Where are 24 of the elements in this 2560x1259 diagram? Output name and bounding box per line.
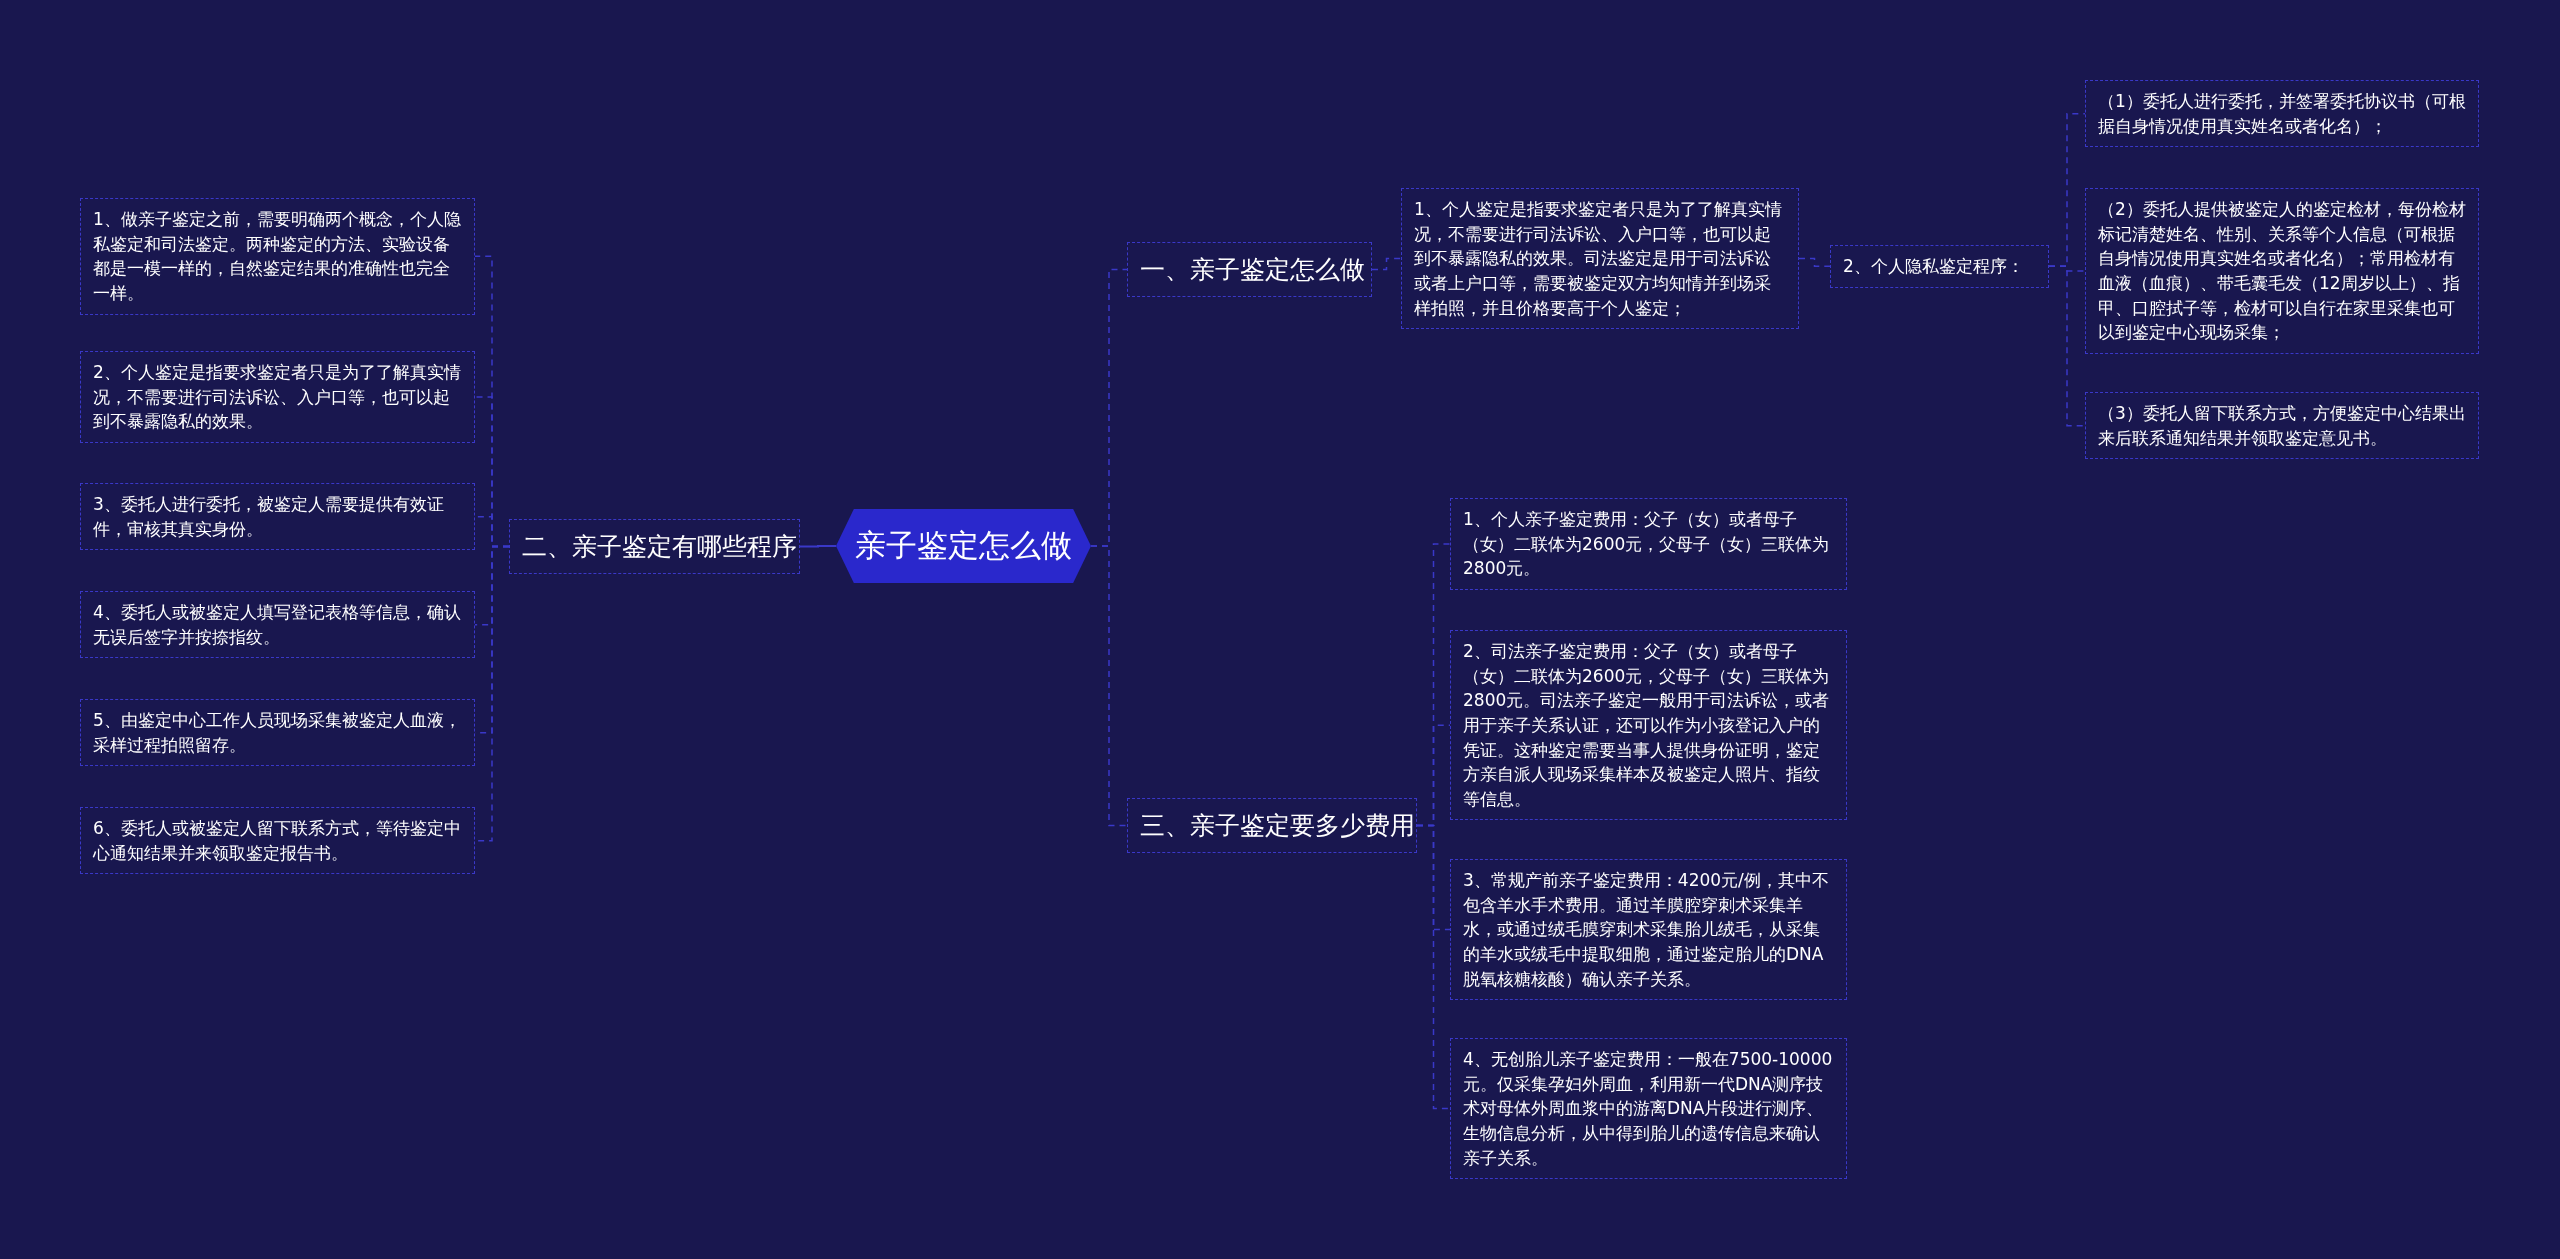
branch-box: 三、亲子鉴定要多少费用 [1127, 798, 1417, 853]
text-box: （2）委托人提供被鉴定人的鉴定检材，每份检材标记清楚姓名、性别、关系等个人信息（可根据自身情况使用真实姓名或者化名）；常用检材有血液（血痕）、带毛囊毛发（12周岁以上）、指甲、口腔拭子等，检材可以自行在家里采集也可以到鉴定中心现场采集； [2085, 188, 2479, 354]
text-box: 1、个人亲子鉴定费用：父子（女）或者母子（女）二联体为2600元，父母子（女）三联体为2800元。 [1450, 498, 1847, 590]
text-box: 6、委托人或被鉴定人留下联系方式，等待鉴定中心通知结果并来领取鉴定报告书。 [80, 807, 475, 875]
text-box: 1、个人鉴定是指要求鉴定者只是为了了解真实情况，不需要进行司法诉讼、入户口等，也可以起到不暴露隐私的效果。司法鉴定是用于司法诉讼或者上户口等，需要被鉴定双方均知情并到场采样拍照，并且价格要高于个人鉴定； [1401, 188, 1799, 330]
text-box: 3、常规产前亲子鉴定费用：4200元/例，其中不包含羊水手术费用。通过羊膜腔穿刺术采集羊水，或通过绒毛膜穿刺术采集胎儿绒毛，从采集的羊水或绒毛中提取细胞，通过鉴定胎儿的DNA脱氧核糖核酸）确认亲子关系。 [1450, 859, 1847, 1001]
text-box: 2、司法亲子鉴定费用：父子（女）或者母子（女）二联体为2600元，父母子（女）三联体为2800元。司法亲子鉴定一般用于司法诉讼，或者用于亲子关系认证，还可以作为小孩登记入户的凭证。这种鉴定需要当事人提供身份证明，鉴定方亲自派人现场采集样本及被鉴定人照片、指纹等信息。 [1450, 630, 1847, 821]
text-box: 2、个人隐私鉴定程序： [1830, 245, 2049, 288]
connector-line [2048, 265, 2086, 427]
text-box: 2、个人鉴定是指要求鉴定者只是为了了解真实情况，不需要进行司法诉讼、入户口等，也可以起到不暴露隐私的效果。 [80, 351, 475, 443]
connector-line [1416, 824, 1451, 1110]
text-box: （3）委托人留下联系方式，方便鉴定中心结果出来后联系通知结果并领取鉴定意见书。 [2085, 392, 2479, 460]
branch-box: 二、亲子鉴定有哪些程序 [509, 519, 800, 574]
connector-line [1798, 257, 1831, 268]
connector-line [799, 545, 837, 548]
text-box: 3、委托人进行委托，被鉴定人需要提供有效证件，审核其真实身份。 [80, 483, 475, 551]
branch-box: 一、亲子鉴定怎么做 [1127, 242, 1372, 297]
text-box: 5、由鉴定中心工作人员现场采集被鉴定人血液，采样过程拍照留存。 [80, 699, 475, 767]
connector-line [1090, 545, 1128, 827]
text-box: 1、做亲子鉴定之前，需要明确两个概念，个人隐私鉴定和司法鉴定。两种鉴定的方法、实验设备都是一模一样的，自然鉴定结果的准确性也完全一样。 [80, 198, 475, 315]
connector-line [1371, 257, 1402, 271]
text-box: 4、无创胎儿亲子鉴定费用：一般在7500-10000元。仅采集孕妇外周血，利用新一代DNA测序技术对母体外周血浆中的游离DNA片段进行测序、生物信息分析，从中得到胎儿的遗传信息来确认亲子关系。 [1450, 1038, 1847, 1180]
text-box: 4、委托人或被鉴定人填写登记表格等信息，确认无误后签字并按捺指纹。 [80, 591, 475, 659]
text-box: （1）委托人进行委托，并签署委托协议书（可根据自身情况使用真实姓名或者化名）； [2085, 80, 2479, 148]
